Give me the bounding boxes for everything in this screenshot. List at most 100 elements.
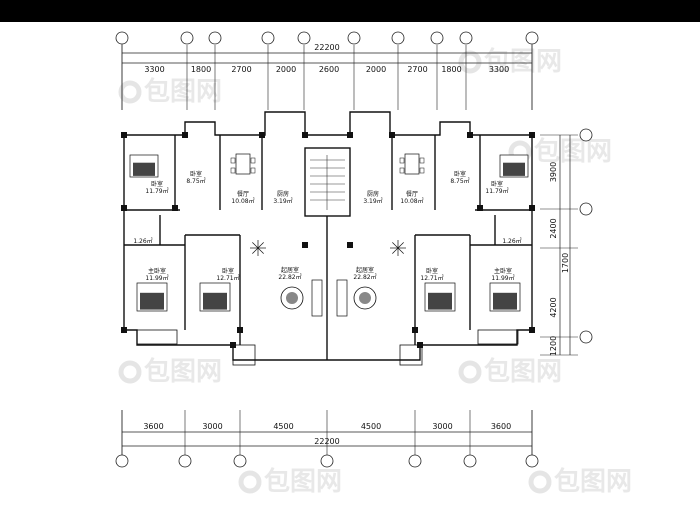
- room-name: 卧室: [454, 170, 466, 178]
- room-name: 卧室: [190, 170, 202, 178]
- column: [121, 327, 127, 333]
- room-area: 10.08㎡: [400, 197, 423, 205]
- column: [230, 342, 236, 348]
- top-dimension-label: 1800: [441, 65, 461, 74]
- column: [529, 132, 535, 138]
- room-name: 卧室: [426, 267, 438, 275]
- room-name: 起居室: [281, 266, 299, 274]
- room-name: 主卧室: [494, 267, 512, 275]
- right-dimension-label: 3900: [549, 162, 558, 182]
- axis-circle: [115, 454, 129, 468]
- top-dimension-label: 2000: [366, 65, 386, 74]
- column: [412, 327, 418, 333]
- room-area: 12.71㎡: [216, 274, 239, 282]
- column: [477, 205, 483, 211]
- column: [121, 132, 127, 138]
- bottom-dimension-label: 3000: [432, 422, 452, 431]
- axis-circle: [208, 31, 222, 45]
- column: [182, 132, 188, 138]
- top-dimension-label: 3300: [489, 65, 509, 74]
- bed: [136, 282, 168, 312]
- top-dimension-label: 1800: [191, 65, 211, 74]
- room-name: 起居室: [356, 266, 374, 274]
- column: [529, 327, 535, 333]
- room-name: 厨房: [277, 190, 289, 198]
- room-name: 餐厅: [406, 190, 418, 198]
- room-name: 主卧室: [148, 267, 166, 275]
- watermark-text: 包图网: [264, 466, 342, 497]
- axis-circle: [579, 128, 593, 142]
- bed: [199, 282, 231, 312]
- axis-circle: [525, 31, 539, 45]
- column: [121, 205, 127, 211]
- watermark-text: 包图网: [534, 136, 612, 167]
- bottom-dimension-label: 4500: [361, 422, 381, 431]
- room-area: 22.82㎡: [278, 273, 301, 281]
- watermark-logo: 包图网: [458, 356, 562, 387]
- right-dimension-label: 1700: [561, 253, 570, 273]
- room-area: 3.19㎡: [363, 197, 382, 205]
- column: [417, 342, 423, 348]
- watermark-text: 包图网: [144, 356, 222, 387]
- watermark-text: 包图网: [484, 46, 562, 77]
- watermark-logo: 包图网: [458, 46, 562, 77]
- dining-table: [399, 153, 425, 175]
- top-dimension-label: 2700: [407, 65, 427, 74]
- room-name: 厨房: [367, 190, 379, 198]
- watermark-logo: 包图网: [118, 356, 222, 387]
- column: [259, 132, 265, 138]
- bed: [489, 282, 521, 312]
- watermark-logo: 包图网: [118, 76, 222, 107]
- room-area: 1.26㎡: [133, 237, 152, 245]
- watermark-logo: 包图网: [528, 466, 632, 497]
- column: [529, 205, 535, 211]
- axis-circle: [408, 454, 422, 468]
- room-name: 卧室: [151, 180, 163, 188]
- room-area: 12.71㎡: [420, 274, 443, 282]
- room-name: 餐厅: [237, 190, 249, 198]
- bottom-dimension-label: 4500: [273, 422, 293, 431]
- right-dimension-label: 1200: [549, 336, 558, 356]
- room-area: 1.26㎡: [502, 237, 521, 245]
- top-total-dimension: 22200: [314, 43, 339, 52]
- dining-table: [230, 153, 256, 175]
- right-dimension-chain: [559, 135, 571, 355]
- watermark-text: 包图网: [554, 466, 632, 497]
- room-name: 卧室: [222, 267, 234, 275]
- axis-circle: [579, 330, 593, 344]
- axis-circle: [579, 202, 593, 216]
- axis-circle: [261, 31, 275, 45]
- watermark-logo: 包图网: [238, 466, 342, 497]
- top-dimension-label: 2700: [231, 65, 251, 74]
- column: [237, 327, 243, 333]
- bed: [424, 282, 456, 312]
- bottom-dimension-label: 3000: [202, 422, 222, 431]
- furniture: [121, 132, 535, 348]
- axis-circle: [463, 454, 477, 468]
- top-dimension-label: 2000: [276, 65, 296, 74]
- right-dimension-label: 2400: [549, 218, 558, 238]
- axis-circle: [391, 31, 405, 45]
- bottom-axis-markers: [115, 410, 539, 468]
- room-area: 10.08㎡: [231, 197, 254, 205]
- column: [302, 242, 308, 248]
- column: [347, 132, 353, 138]
- top-dimension-label: 3300: [144, 65, 164, 74]
- watermark-layer: 包图网包图网包图网包图网包图网包图网包图网: [118, 46, 632, 497]
- column: [467, 132, 473, 138]
- balconies: [136, 329, 519, 366]
- bed: [499, 154, 529, 178]
- top-black-bar: [0, 0, 700, 22]
- sofa: [336, 279, 348, 317]
- stair-treads: [310, 155, 345, 210]
- right-axis-markers: [540, 128, 593, 356]
- watermark-text: 包图网: [144, 76, 222, 107]
- axis-circle: [320, 454, 334, 468]
- column: [389, 132, 395, 138]
- column: [302, 132, 308, 138]
- axis-circle: [347, 31, 361, 45]
- room-area: 11.79㎡: [485, 187, 508, 195]
